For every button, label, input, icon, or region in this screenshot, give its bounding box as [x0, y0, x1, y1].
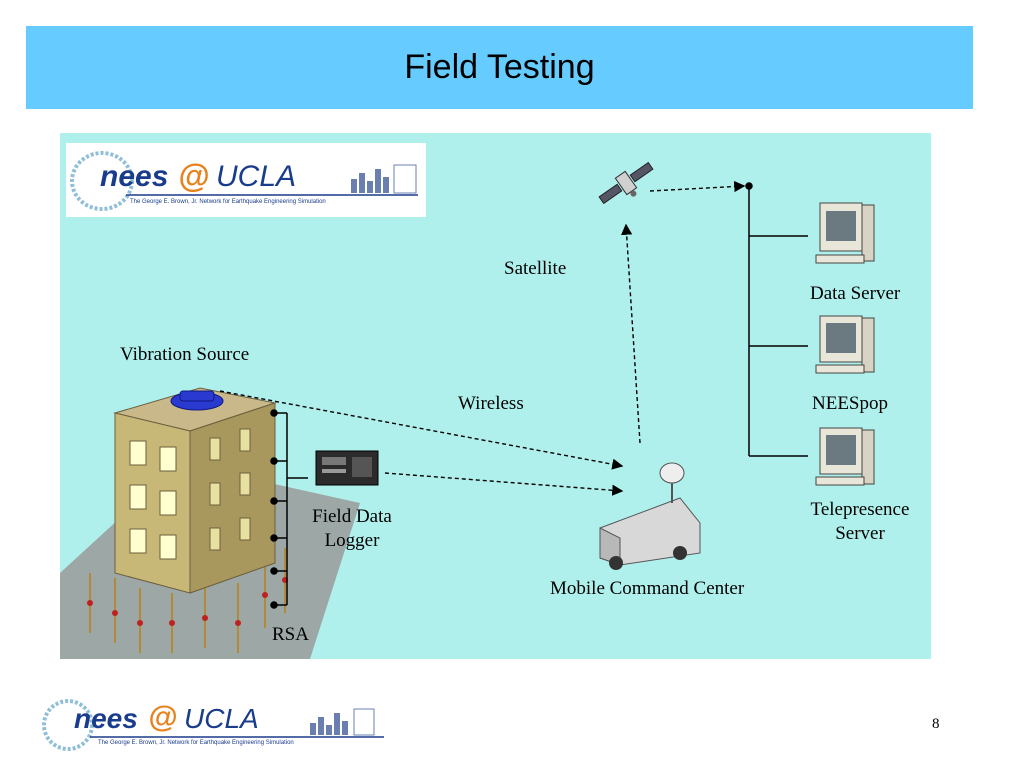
label-data-server: Data Server [810, 283, 901, 304]
logo-ucla: UCLA [216, 160, 297, 193]
footer-logo-subtitle: The George E. Brown, Jr. Network for Ear… [98, 740, 294, 746]
neespop-computer [815, 315, 875, 374]
slide-number: 8 [932, 716, 940, 732]
label-telepresence-line2: Server [835, 522, 885, 544]
label-satellite: Satellite [504, 258, 567, 279]
label-field-data-logger-line1: Field Data [312, 506, 392, 527]
dashed-links [219, 180, 746, 496]
label-rsa: RSA [272, 624, 309, 645]
mobile-command-truck [599, 462, 701, 570]
telepresence-server-computer [815, 427, 875, 486]
satellite-icon [598, 161, 654, 205]
server-bus [745, 182, 808, 457]
network-diagram: nees @ UCLA The George E. Brown, Jr. Net… [60, 133, 931, 659]
data-server-computer [815, 202, 875, 264]
sensor-bus [270, 409, 308, 609]
footer-logo-nees: nees [74, 703, 138, 734]
nees-ucla-logo-inset: nees @ UCLA The George E. Brown, Jr. Net… [66, 143, 426, 217]
diagram-graphics [60, 161, 875, 659]
footer-logo-at: @ [148, 701, 178, 734]
label-telepresence-line1: Telepresence [810, 499, 910, 520]
slide-title: Field Testing [404, 48, 595, 86]
label-neespop: NEESpop [812, 393, 888, 414]
label-mobile-command-center: Mobile Command Center [550, 578, 745, 599]
footer-logo-ucla: UCLA [184, 703, 259, 734]
logo-subtitle: The George E. Brown, Jr. Network for Ear… [130, 199, 326, 205]
building [113, 387, 277, 594]
label-wireless: Wireless [458, 393, 524, 414]
vibration-shaker [170, 390, 224, 411]
logo-at: @ [178, 158, 210, 194]
label-telepresence-server: Telepresence Server [790, 498, 930, 546]
logo-nees: nees [100, 160, 169, 193]
footer-logo-swirl-icon [42, 699, 384, 751]
logo-swirl-icon [70, 151, 418, 211]
label-field-data-logger: Field Data Logger [302, 505, 402, 553]
label-field-data-logger-line2: Logger [324, 529, 380, 551]
nees-ucla-logo-footer: nees @ UCLA The George E. Brown, Jr. Net… [40, 695, 386, 755]
field-data-logger-device [315, 450, 379, 486]
label-vibration-source: Vibration Source [120, 344, 250, 365]
title-bar: Field Testing [26, 26, 973, 109]
